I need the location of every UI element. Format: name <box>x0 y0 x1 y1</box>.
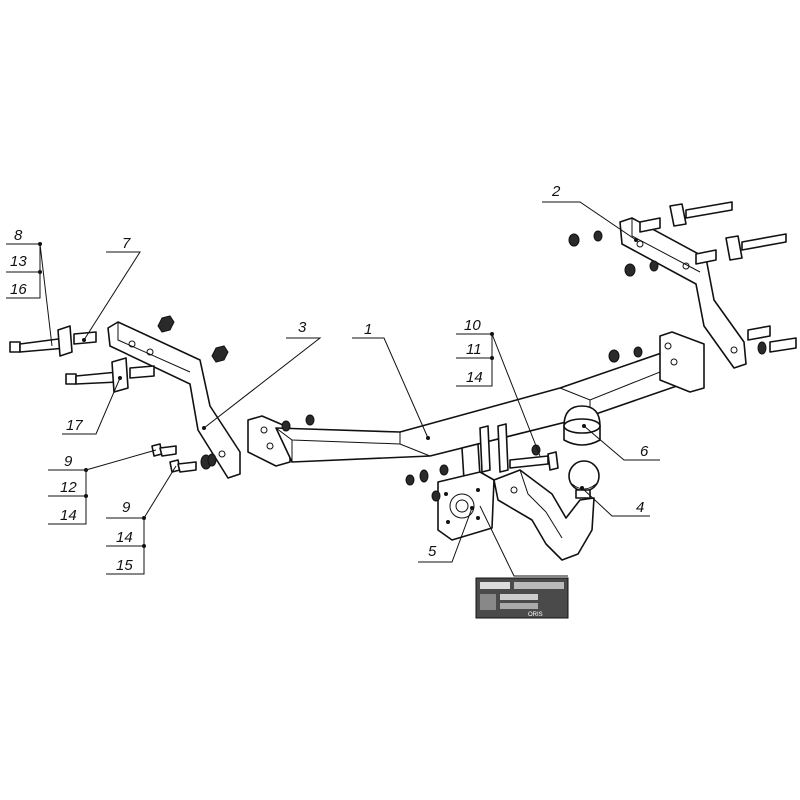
callout-7: 7 <box>122 235 131 252</box>
socket-plate-assembly <box>405 423 509 541</box>
left-bracket <box>107 321 241 479</box>
beam-nuts <box>281 414 449 483</box>
tow-ball-neck <box>493 460 600 561</box>
callout-14-lower: 14 <box>116 529 133 546</box>
plate-brand-text: ORIS <box>528 612 543 618</box>
callout-12: 12 <box>60 479 77 496</box>
callout-4: 4 <box>636 499 644 516</box>
callout-14-upper: 14 <box>60 507 77 524</box>
callout-14-center: 14 <box>466 369 483 386</box>
callout-5: 5 <box>428 543 437 560</box>
lower-left-bolt-set <box>151 443 217 473</box>
callout-16: 16 <box>10 281 27 298</box>
ball-cover-cap <box>563 405 601 446</box>
center-bolt-set <box>509 444 559 471</box>
callout-9-lower: 9 <box>122 499 131 516</box>
callout-3: 3 <box>298 319 307 336</box>
product-label-plate: ORIS <box>475 577 569 619</box>
right-bolt-set <box>568 201 797 363</box>
callout-10: 10 <box>464 317 481 334</box>
callout-9-upper: 9 <box>64 453 73 470</box>
leader-lines <box>6 201 660 577</box>
callout-6: 6 <box>640 443 649 460</box>
callout-11: 11 <box>466 341 482 358</box>
callout-15: 15 <box>116 557 133 574</box>
callout-2: 2 <box>551 183 561 200</box>
right-bracket <box>619 217 747 369</box>
callout-13: 13 <box>10 253 27 270</box>
callout-numbers: 1 2 3 4 5 6 7 8 13 16 17 10 11 14 9 12 1… <box>10 183 649 574</box>
main-crossbeam <box>247 331 705 467</box>
callout-17: 17 <box>66 417 83 434</box>
callout-1: 1 <box>364 321 372 338</box>
callout-8: 8 <box>14 227 23 244</box>
